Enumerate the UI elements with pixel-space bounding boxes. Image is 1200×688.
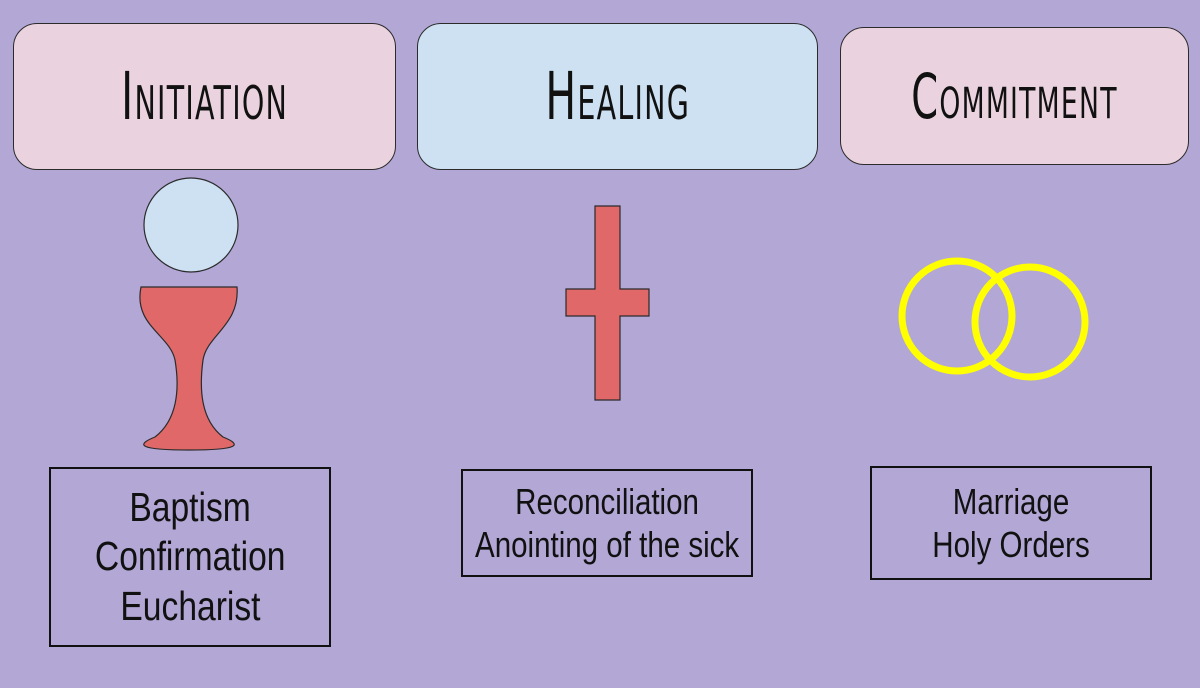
list-item: Eucharist (119, 582, 261, 629)
list-item: Marriage (952, 480, 1070, 522)
ring-icon (898, 257, 1016, 375)
ring-icon (971, 263, 1089, 381)
cross-icon (565, 205, 650, 401)
list-item: Confirmation (94, 533, 286, 580)
list-healing: Reconciliation Anointing of the sick (461, 469, 753, 577)
host-icon (143, 177, 239, 273)
chalice-cup-icon (139, 286, 238, 451)
list-item: Holy Orders (932, 524, 1090, 565)
header-healing: Healing (417, 23, 818, 170)
header-healing-label: Healing (545, 58, 690, 135)
header-commitment-label: Commitment (911, 59, 1118, 133)
list-commitment: Marriage Holy Orders (870, 466, 1152, 580)
wedding-rings-icon (898, 257, 1089, 381)
list-item: Reconciliation (515, 480, 699, 522)
list-item: Anointing of the sick (474, 524, 740, 565)
header-initiation: Initiation (13, 23, 396, 170)
header-commitment: Commitment (840, 27, 1189, 165)
header-initiation-label: Initiation (121, 58, 288, 135)
chalice-and-host-icon (139, 177, 239, 451)
list-item: Baptism (129, 484, 251, 531)
list-initiation: Baptism Confirmation Eucharist (49, 467, 331, 647)
